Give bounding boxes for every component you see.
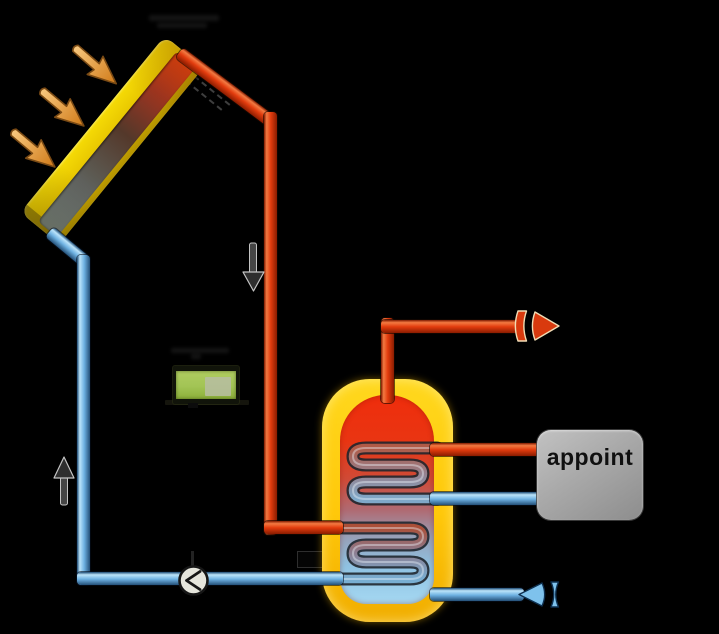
hot-outlet-arrow — [514, 310, 560, 342]
sun-ray-arrow — [39, 87, 85, 127]
upper-coil — [346, 441, 444, 506]
pump-cable — [191, 551, 194, 567]
hot-water-outlet-pipe — [381, 320, 521, 333]
hot-pipe-to-lower-coil — [264, 521, 343, 534]
load-box: appoint — [537, 430, 643, 520]
faint-label-top — [149, 13, 221, 29]
cold-pipe-up — [77, 255, 90, 585]
down-flow-arrow — [242, 242, 265, 292]
sun-ray-arrow — [72, 44, 118, 85]
sun-ray-arrow — [10, 128, 56, 168]
cold-inlet-arrow — [518, 581, 560, 608]
hot-water-outlet-riser — [381, 318, 394, 403]
cold-pipe-pump-line — [77, 572, 343, 585]
cold-water-inlet-pipe — [430, 588, 524, 601]
load-box-label: appoint — [546, 444, 634, 470]
load-supply-pipe — [430, 443, 540, 456]
hot-pipe-down — [264, 112, 277, 535]
controller-screen-panel — [205, 377, 231, 396]
pump-icon — [178, 565, 209, 596]
faint-label-controller — [171, 347, 231, 359]
up-flow-arrow — [53, 456, 75, 506]
controller-notch — [188, 403, 198, 408]
load-return-pipe — [430, 492, 540, 505]
lower-coil — [336, 521, 430, 586]
